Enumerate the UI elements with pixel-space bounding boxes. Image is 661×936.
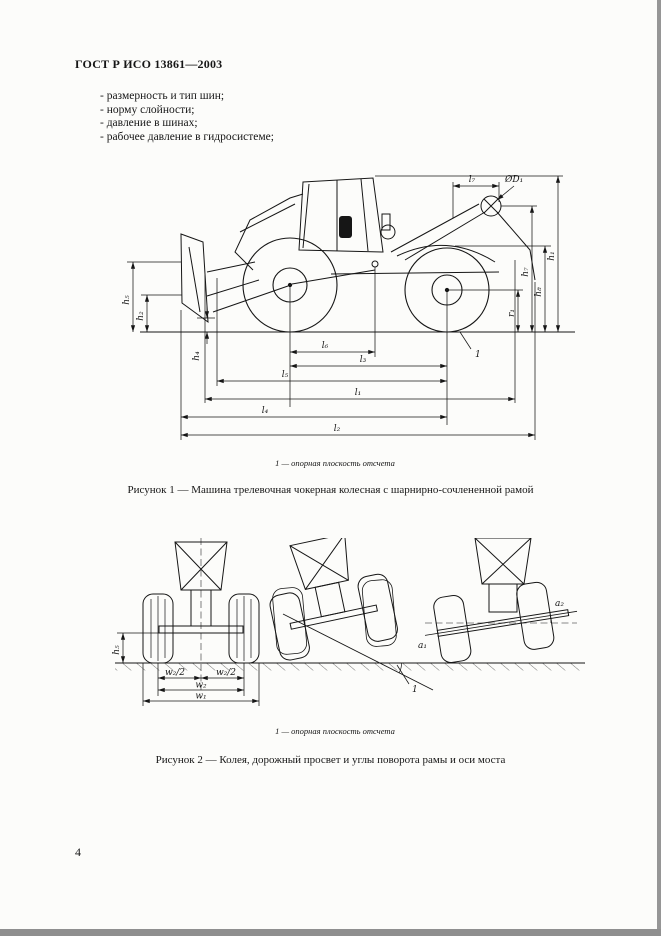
dim-label-h7: h₇ xyxy=(521,267,531,277)
dim-label-h5: h₅ xyxy=(112,645,122,655)
dim-label-w2-half-left: w₂/2 xyxy=(165,668,185,678)
dim-label-w2: w₂ xyxy=(195,681,207,691)
document-header: ГОСТ Р ИСО 13861—2003 xyxy=(75,57,223,71)
dim-label-l3: l₃ xyxy=(360,355,367,365)
figure2-drawing: h₅ w₂/2 w₂/2 w₂ w₁ a₁ a₂ 1 xyxy=(112,538,585,706)
dim-label-h5: h₅ xyxy=(122,295,132,305)
front-view-straight xyxy=(142,538,260,690)
cab-frame xyxy=(474,538,532,585)
ground-hatching xyxy=(115,663,585,671)
cab-frame xyxy=(289,538,349,591)
figure2-legend: 1 — опорная плоскость отсчета xyxy=(275,726,395,736)
ground-plane xyxy=(115,662,585,671)
angle-label-a1: a₁ xyxy=(418,641,427,651)
front-blade xyxy=(180,233,260,324)
reference-plane-label: 1 xyxy=(412,685,418,695)
bullet-item: - норму слойности; xyxy=(100,103,195,116)
reference-plane-leader xyxy=(396,664,410,685)
dim-label-l6: l₆ xyxy=(322,341,329,351)
dim-label-l2: l₂ xyxy=(334,424,341,434)
bullet-item: - рабочее давление в гидросистеме; xyxy=(100,130,274,143)
axle-beam xyxy=(158,625,244,634)
chassis xyxy=(314,581,346,618)
right-tire xyxy=(516,581,555,650)
figure1-legend: 1 — опорная плоскость отсчета xyxy=(275,458,395,468)
dim-label-h2: h₂ xyxy=(136,311,146,321)
angle-label-a2: a₂ xyxy=(555,599,564,609)
bullet-list: - размерность и тип шин; - норму слойнос… xyxy=(100,90,274,144)
skidder-side-view xyxy=(140,177,575,333)
chassis xyxy=(488,583,518,613)
axle-beam xyxy=(289,604,379,630)
exhaust-stack xyxy=(381,213,391,231)
page-number: 4 xyxy=(75,845,81,859)
dim-label-d1: ØD₁ xyxy=(504,174,523,185)
figure2-caption: Рисунок 2 — Колея, дорожный просвет и уг… xyxy=(155,754,506,766)
operator-seat xyxy=(339,216,352,238)
cab xyxy=(298,177,384,253)
oscillating-axle-group xyxy=(433,581,570,664)
left-tire xyxy=(433,595,472,664)
scan-edge-right xyxy=(657,0,661,936)
rear-fender xyxy=(396,244,496,263)
reference-plane-label: 1 xyxy=(475,350,481,360)
dim-label-h1: h₁ xyxy=(547,251,557,260)
dim-label-h8: h₈ xyxy=(534,287,544,297)
boom-arch xyxy=(390,203,486,261)
front-view-articulated xyxy=(269,538,398,661)
dim-label-w2-half-right: w₂/2 xyxy=(216,668,236,678)
right-tire xyxy=(357,573,398,642)
dim-label-l1: l₁ xyxy=(355,388,362,398)
reference-plane-leader xyxy=(459,331,472,350)
dim-label-l7: l₇ xyxy=(469,175,476,185)
engine-hood xyxy=(212,193,376,313)
front-view-axle-oscillation xyxy=(424,538,578,664)
dim-label-l5: l₅ xyxy=(282,370,289,380)
axle-tilt-line xyxy=(424,610,578,636)
bullet-item: - размерность и тип шин; xyxy=(100,90,225,102)
figure1-caption: Рисунок 1 — Машина трелевочная чокерная … xyxy=(127,484,534,496)
cab-frame xyxy=(174,541,228,591)
front-view-articulated-ghost xyxy=(272,579,397,655)
scan-edge-bottom xyxy=(0,929,661,936)
air-cleaner xyxy=(380,224,396,240)
dimension-lines xyxy=(117,613,434,706)
bullet-item: - давление в шинах; xyxy=(100,117,198,129)
figure2-labels: h₅ w₂/2 w₂/2 w₂ w₁ a₁ a₂ 1 xyxy=(112,599,564,702)
dim-label-r1: r₁ xyxy=(507,309,517,317)
dim-label-l4: l₄ xyxy=(262,406,269,416)
dim-label-w1: w₁ xyxy=(195,692,206,702)
figure1-labels: l₇ ØD₁ h₁ h₇ h₈ r₁ h₅ h₂ h₄ l₆ l₃ l₅ l₁ … xyxy=(122,174,557,434)
figure1-drawing: l₇ ØD₁ h₁ h₇ h₈ r₁ h₅ h₂ h₄ l₆ l₃ l₅ l₁ … xyxy=(122,174,575,440)
rear-frame-and-boom xyxy=(330,195,536,281)
dim-label-h4: h₄ xyxy=(192,351,202,361)
angle-arc-a2 xyxy=(550,615,552,624)
articulation-angle-line xyxy=(282,613,434,691)
angle-arc-a1 xyxy=(398,662,402,674)
articulation-joint xyxy=(371,260,379,268)
dimension-lines xyxy=(127,175,563,440)
